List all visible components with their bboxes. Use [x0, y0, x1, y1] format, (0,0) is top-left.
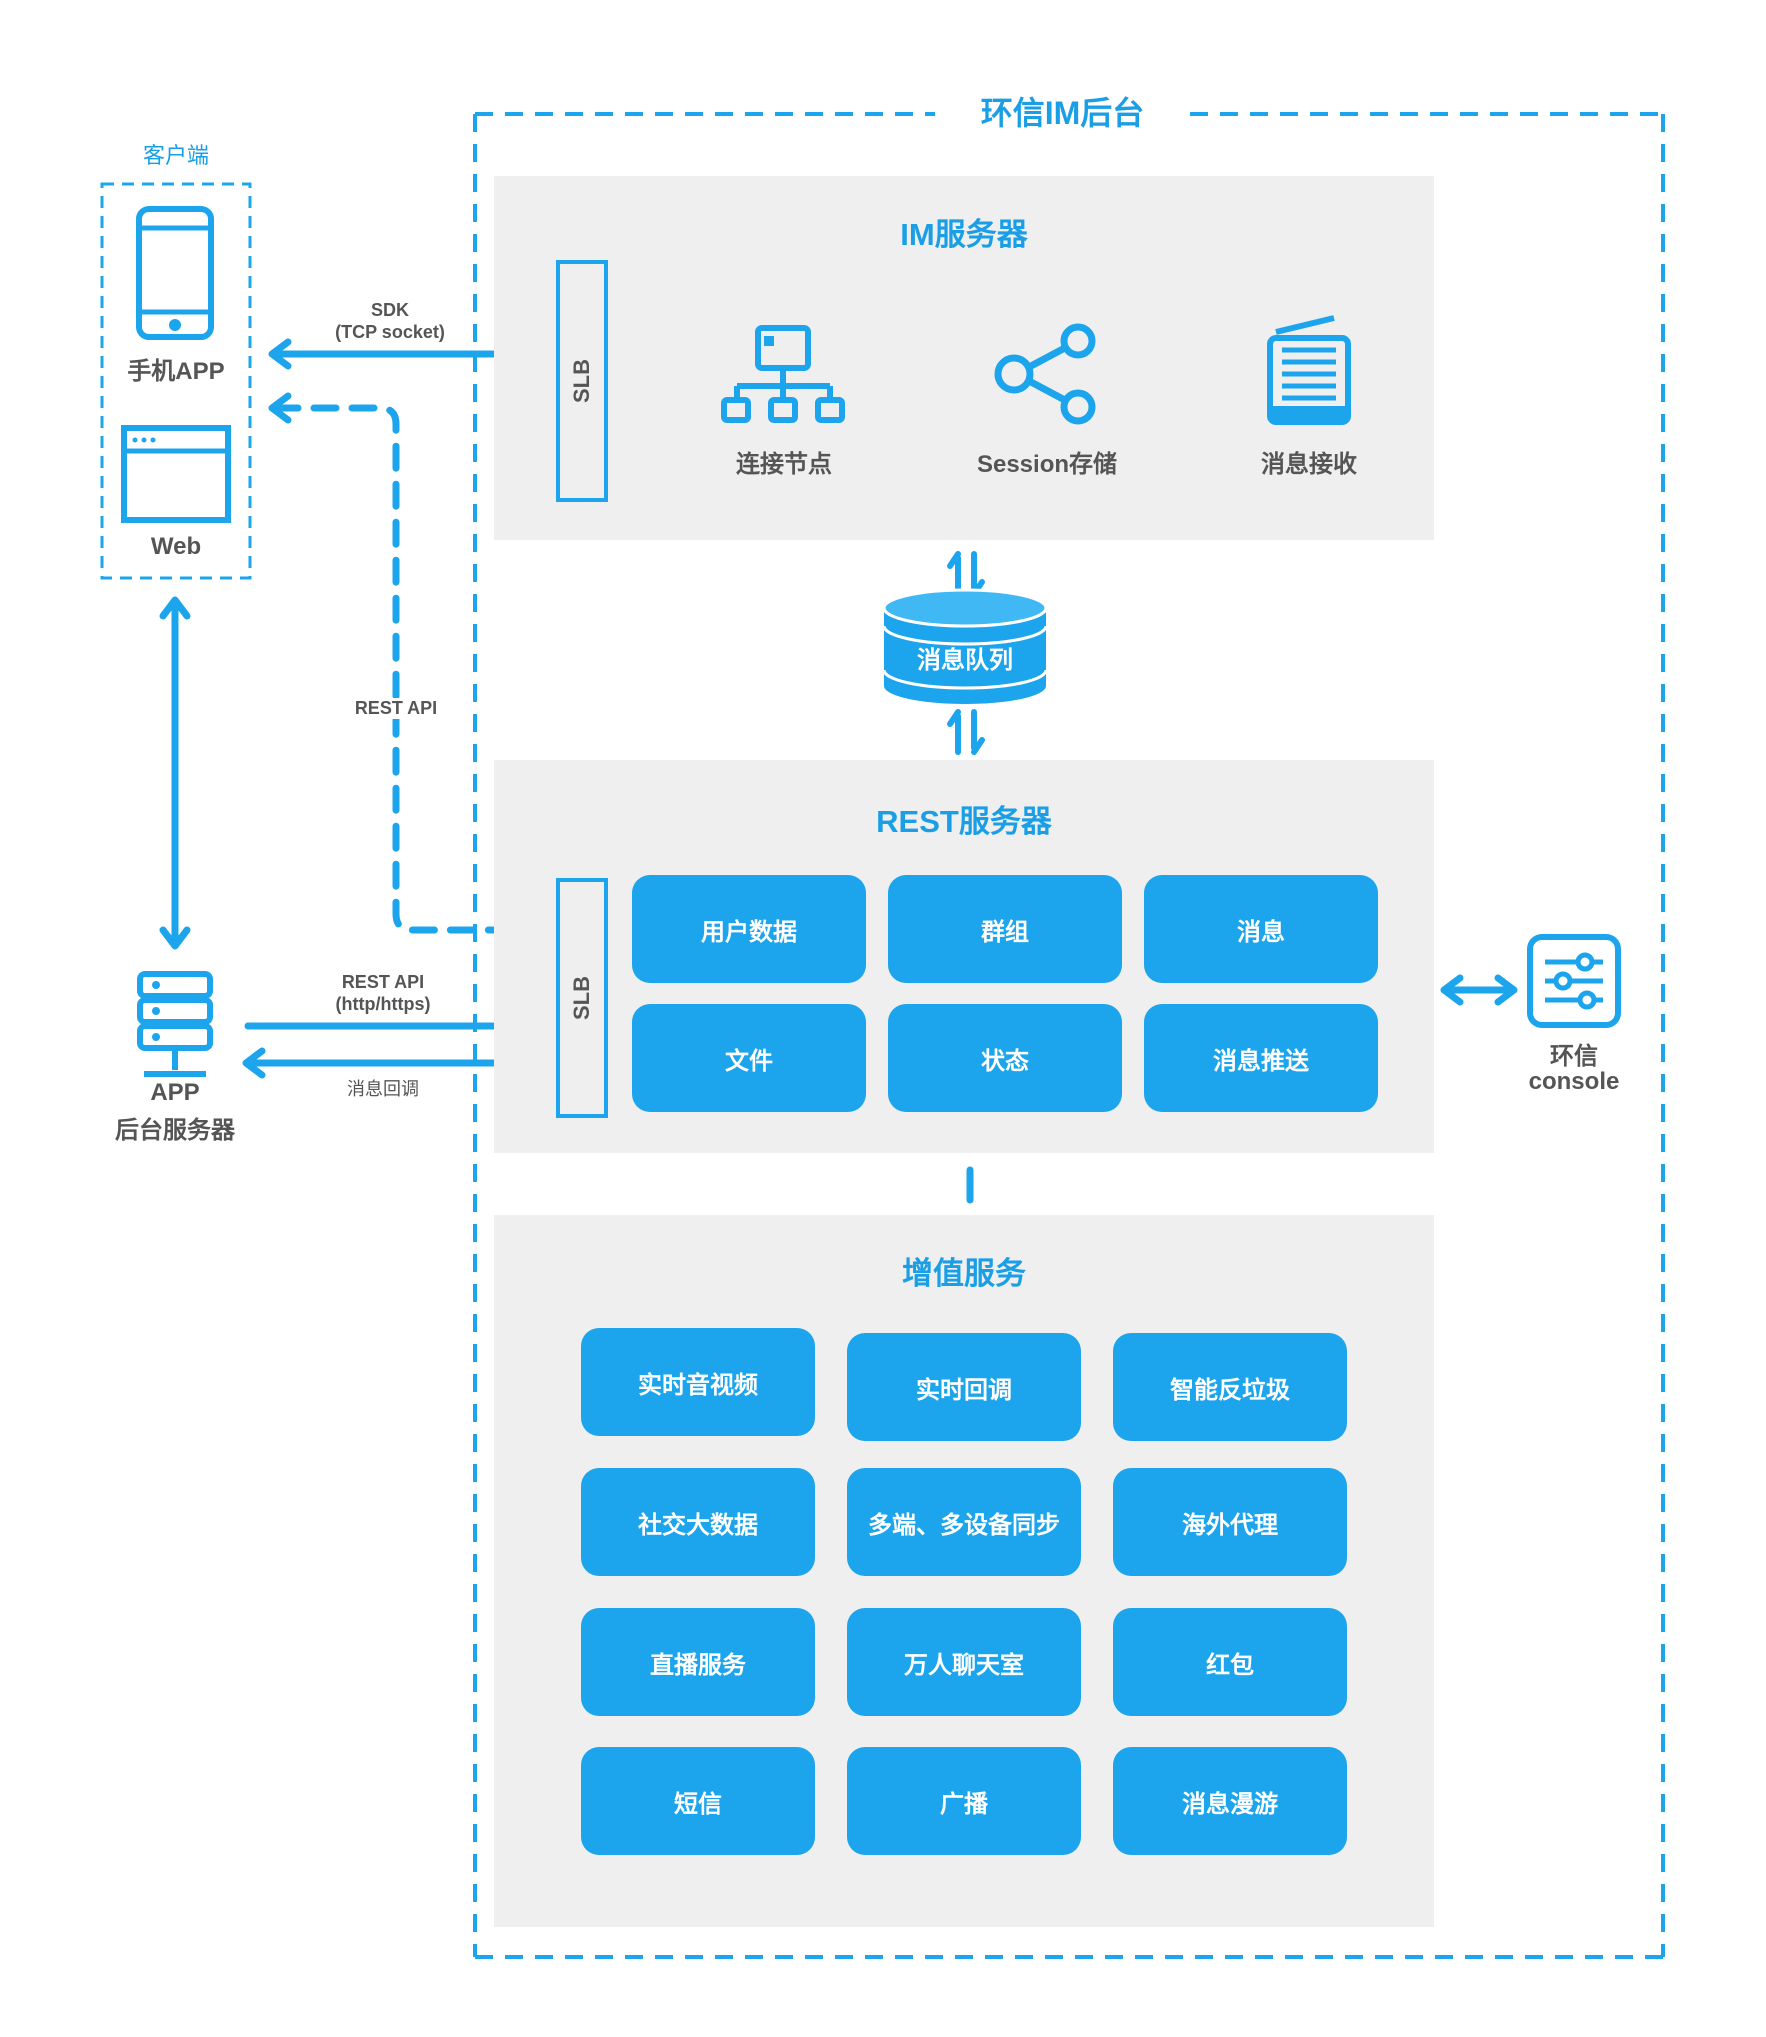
message-stack-icon [1267, 315, 1351, 425]
value-added-title: 增值服务 [902, 1256, 1026, 1291]
value-added-panel: 增值服务 实时音视频 实时回调 智能反垃圾 社交大数据 多端、多设备同步 海外代… [494, 1215, 1434, 1927]
client-border [100, 182, 252, 580]
rest-api-dashed-label: REST API [326, 698, 466, 719]
va-tile-2[interactable]: 实时回调 [847, 1333, 1081, 1441]
va-tile-11[interactable]: 广播 [847, 1747, 1081, 1855]
sdk-label-line2: (TCP socket) [335, 322, 445, 342]
mobile-phone-icon [136, 206, 214, 340]
sdk-label-line1: SDK [370, 300, 409, 320]
va-tile-5[interactable]: 多端、多设备同步 [847, 1468, 1081, 1576]
va-tile-1[interactable]: 实时音视频 [581, 1328, 815, 1436]
im-server-panel: IM服务器 SLB 连接节点 Session存储 [494, 176, 1434, 540]
web-label: Web [150, 533, 202, 560]
web-browser-icon [121, 425, 231, 523]
client-title: 客户端 [142, 143, 209, 168]
va-tile-4[interactable]: 社交大数据 [581, 1468, 815, 1576]
callback-label: 消息回调 [347, 1079, 419, 1099]
server-rack-icon [137, 971, 213, 1077]
rest-api-label-line2: (http/https) [335, 994, 431, 1014]
rest-server-panel: REST服务器 SLB 用户数据 群组 消息 文件 状态 消息推送 [494, 760, 1434, 1153]
rest-tile-3[interactable]: 消息 [1144, 875, 1378, 983]
database-cylinder-icon [882, 588, 1048, 704]
im-server-title: IM服务器 [900, 217, 1028, 252]
rest-tile-5[interactable]: 状态 [888, 1004, 1122, 1112]
console-label-line2: console [1528, 1068, 1620, 1095]
rest-tile-6[interactable]: 消息推送 [1144, 1004, 1378, 1112]
rest-tile-2[interactable]: 群组 [888, 875, 1122, 983]
va-tile-6[interactable]: 海外代理 [1113, 1468, 1347, 1576]
im-slb: SLB [556, 260, 608, 502]
network-nodes-icon [721, 325, 845, 423]
va-tile-7[interactable]: 直播服务 [581, 1608, 815, 1716]
rest-slb: SLB [556, 878, 608, 1118]
rest-tile-4[interactable]: 文件 [632, 1004, 866, 1112]
console-label-line1: 环信 [1550, 1043, 1598, 1070]
share-icon [994, 323, 1096, 425]
im-item-label-2: Session存储 [976, 451, 1118, 478]
va-tile-9[interactable]: 红包 [1113, 1608, 1347, 1716]
app-server-label-line2: 后台服务器 [115, 1117, 235, 1144]
va-tile-3[interactable]: 智能反垃圾 [1113, 1333, 1347, 1441]
backend-title: 环信IM后台 [980, 95, 1145, 131]
queue-label: 消息队列 [917, 647, 1013, 674]
rest-server-title: REST服务器 [876, 804, 1052, 839]
app-server-label-line1: APP [150, 1079, 200, 1106]
rest-api-label-line1: REST API [341, 972, 425, 992]
im-item-label-1: 连接节点 [736, 451, 832, 478]
sliders-icon [1527, 934, 1621, 1028]
mobile-app-label: 手机APP [127, 358, 225, 385]
rest-slb-label: SLB [569, 976, 594, 1020]
va-tile-12[interactable]: 消息漫游 [1113, 1747, 1347, 1855]
im-slb-label: SLB [569, 359, 594, 403]
rest-tile-1[interactable]: 用户数据 [632, 875, 866, 983]
va-tile-10[interactable]: 短信 [581, 1747, 815, 1855]
va-tile-8[interactable]: 万人聊天室 [847, 1608, 1081, 1716]
im-item-label-3: 消息接收 [1261, 451, 1357, 478]
